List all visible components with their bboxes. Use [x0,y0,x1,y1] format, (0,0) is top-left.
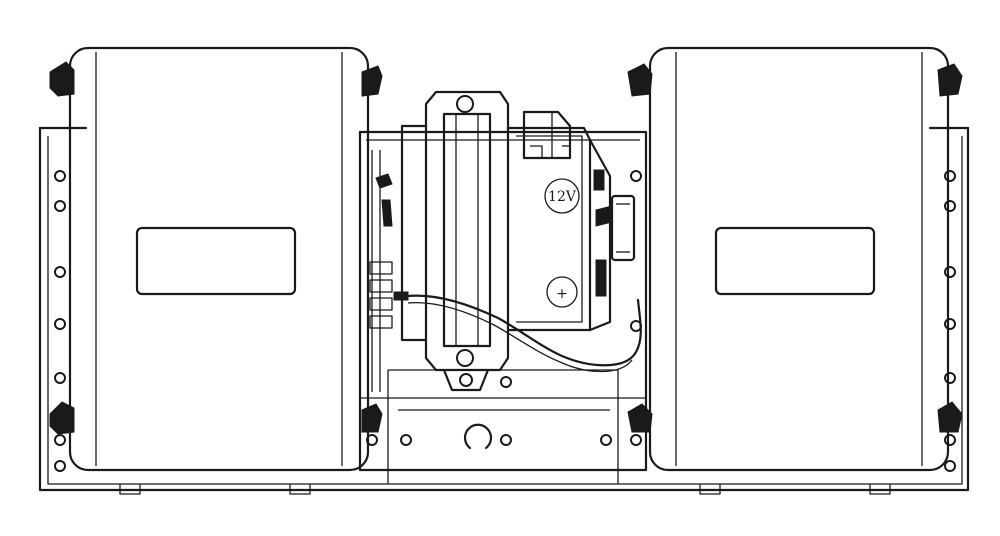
base-frame [38,126,970,495]
voltage-marking: 12V [544,178,580,214]
left-blower-housing [49,46,383,472]
center-key-slot [463,423,493,450]
motor-mount-plate [424,90,512,392]
voltage-label: 12V [548,189,577,205]
motor-body [400,110,592,342]
polarity-label: + [556,286,568,302]
polarity-marking: + [546,276,578,308]
wire-harness [406,294,642,373]
frame-holes [54,170,956,472]
resistor-block [588,138,636,332]
right-blower-housing [627,46,963,472]
